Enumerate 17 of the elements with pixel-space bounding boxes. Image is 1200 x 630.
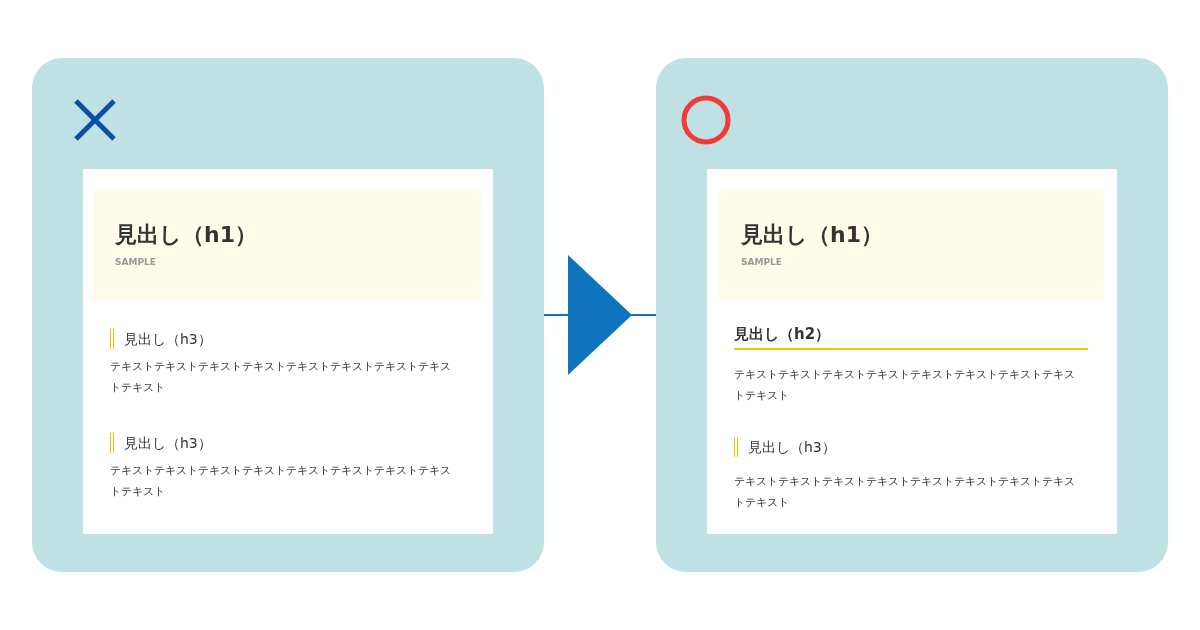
body-text: テキストテキストテキストテキストテキストテキストテキストテキストテキスト: [110, 359, 452, 396]
subtitle-text: SAMPLE: [115, 257, 156, 267]
subheading-text: 見出し（h3）: [734, 437, 836, 457]
comparison-panel: [656, 58, 1168, 572]
subheading-text: 見出し（h3）: [110, 433, 212, 453]
page-card: [707, 169, 1117, 534]
body-text: テキストテキストテキストテキストテキストテキストテキストテキストテキスト: [734, 474, 1076, 511]
arrow: [543, 255, 657, 375]
subtitle-text: SAMPLE: [741, 257, 782, 267]
heading-text: 見出し（h1）: [115, 221, 257, 249]
page-card: [83, 169, 493, 534]
subheading-text: 見出し（h2）: [734, 325, 1088, 350]
comparison-panel: [32, 58, 544, 572]
heading-text: 見出し（h1）: [741, 221, 883, 249]
body-text: テキストテキストテキストテキストテキストテキストテキストテキストテキスト: [734, 367, 1076, 404]
body-text: テキストテキストテキストテキストテキストテキストテキストテキストテキスト: [110, 463, 452, 500]
subheading-text: 見出し（h3）: [110, 329, 212, 349]
